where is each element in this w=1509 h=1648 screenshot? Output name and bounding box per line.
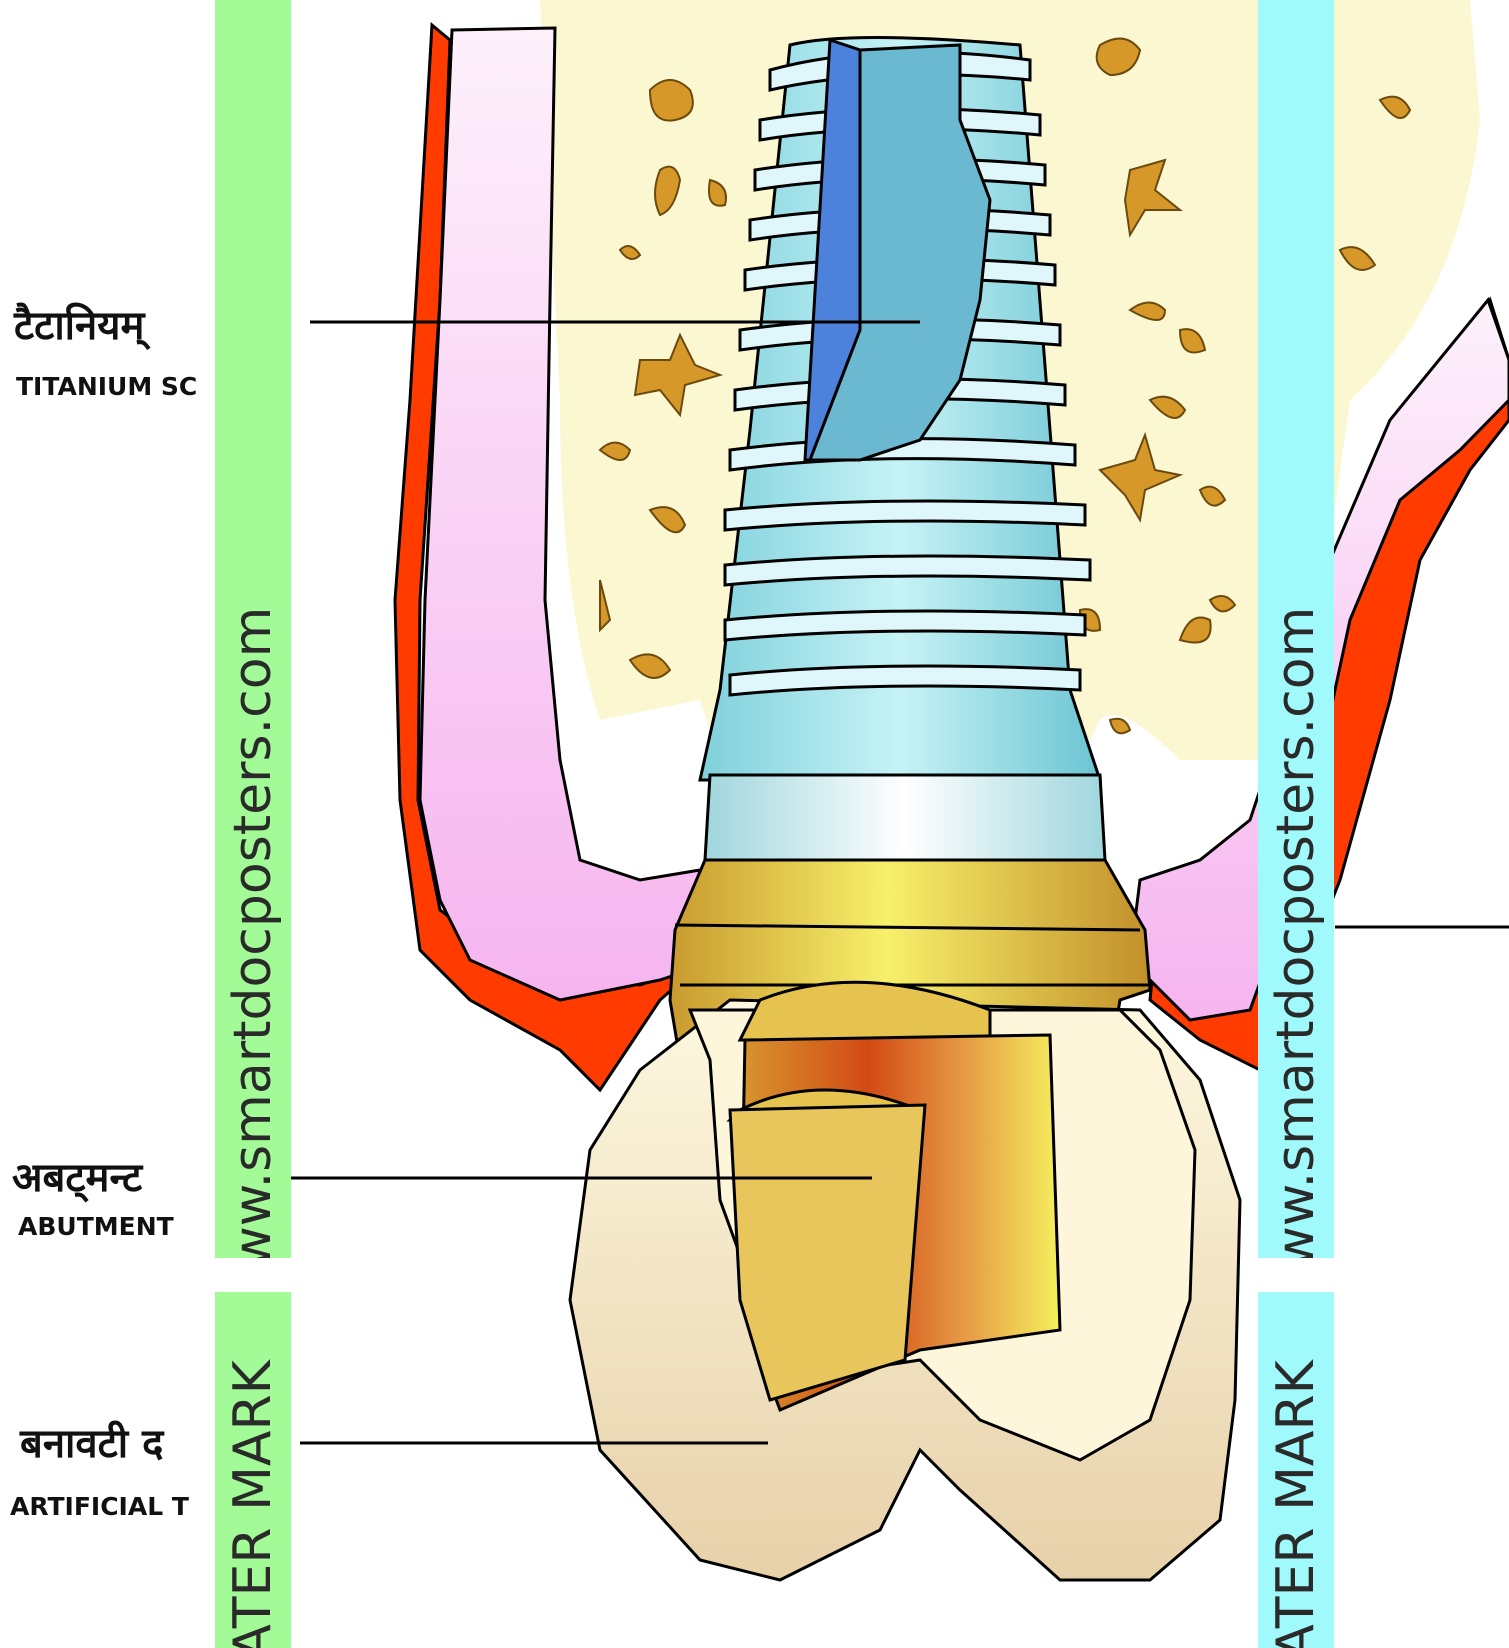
left-watermark-mark: ATER MARK bbox=[223, 1360, 283, 1648]
crown-label-english: ARTIFICIAL T bbox=[10, 1492, 189, 1521]
abutment-label-english: ABUTMENT bbox=[18, 1212, 174, 1241]
screw-label-hindi: टैटानियम् bbox=[14, 296, 144, 351]
left-watermark-site: www.smartdocposters.com bbox=[223, 607, 283, 1258]
abutment-label-hindi: अबट्मन्ट bbox=[12, 1148, 142, 1203]
screw-label-english: TITANIUM SC bbox=[16, 372, 197, 401]
right-watermark-band-bottom: ATER MARK bbox=[1258, 1292, 1334, 1648]
crown-label-hindi: बनावटी द bbox=[20, 1414, 163, 1469]
right-watermark-mark: ATER MARK bbox=[1266, 1360, 1326, 1648]
left-watermark-band-top: www.smartdocposters.com bbox=[215, 0, 291, 1258]
left-watermark-band-bottom: ATER MARK bbox=[215, 1292, 291, 1648]
right-watermark-band-top: www.smartdocposters.com bbox=[1258, 0, 1334, 1258]
right-watermark-site: www.smartdocposters.com bbox=[1266, 607, 1326, 1258]
